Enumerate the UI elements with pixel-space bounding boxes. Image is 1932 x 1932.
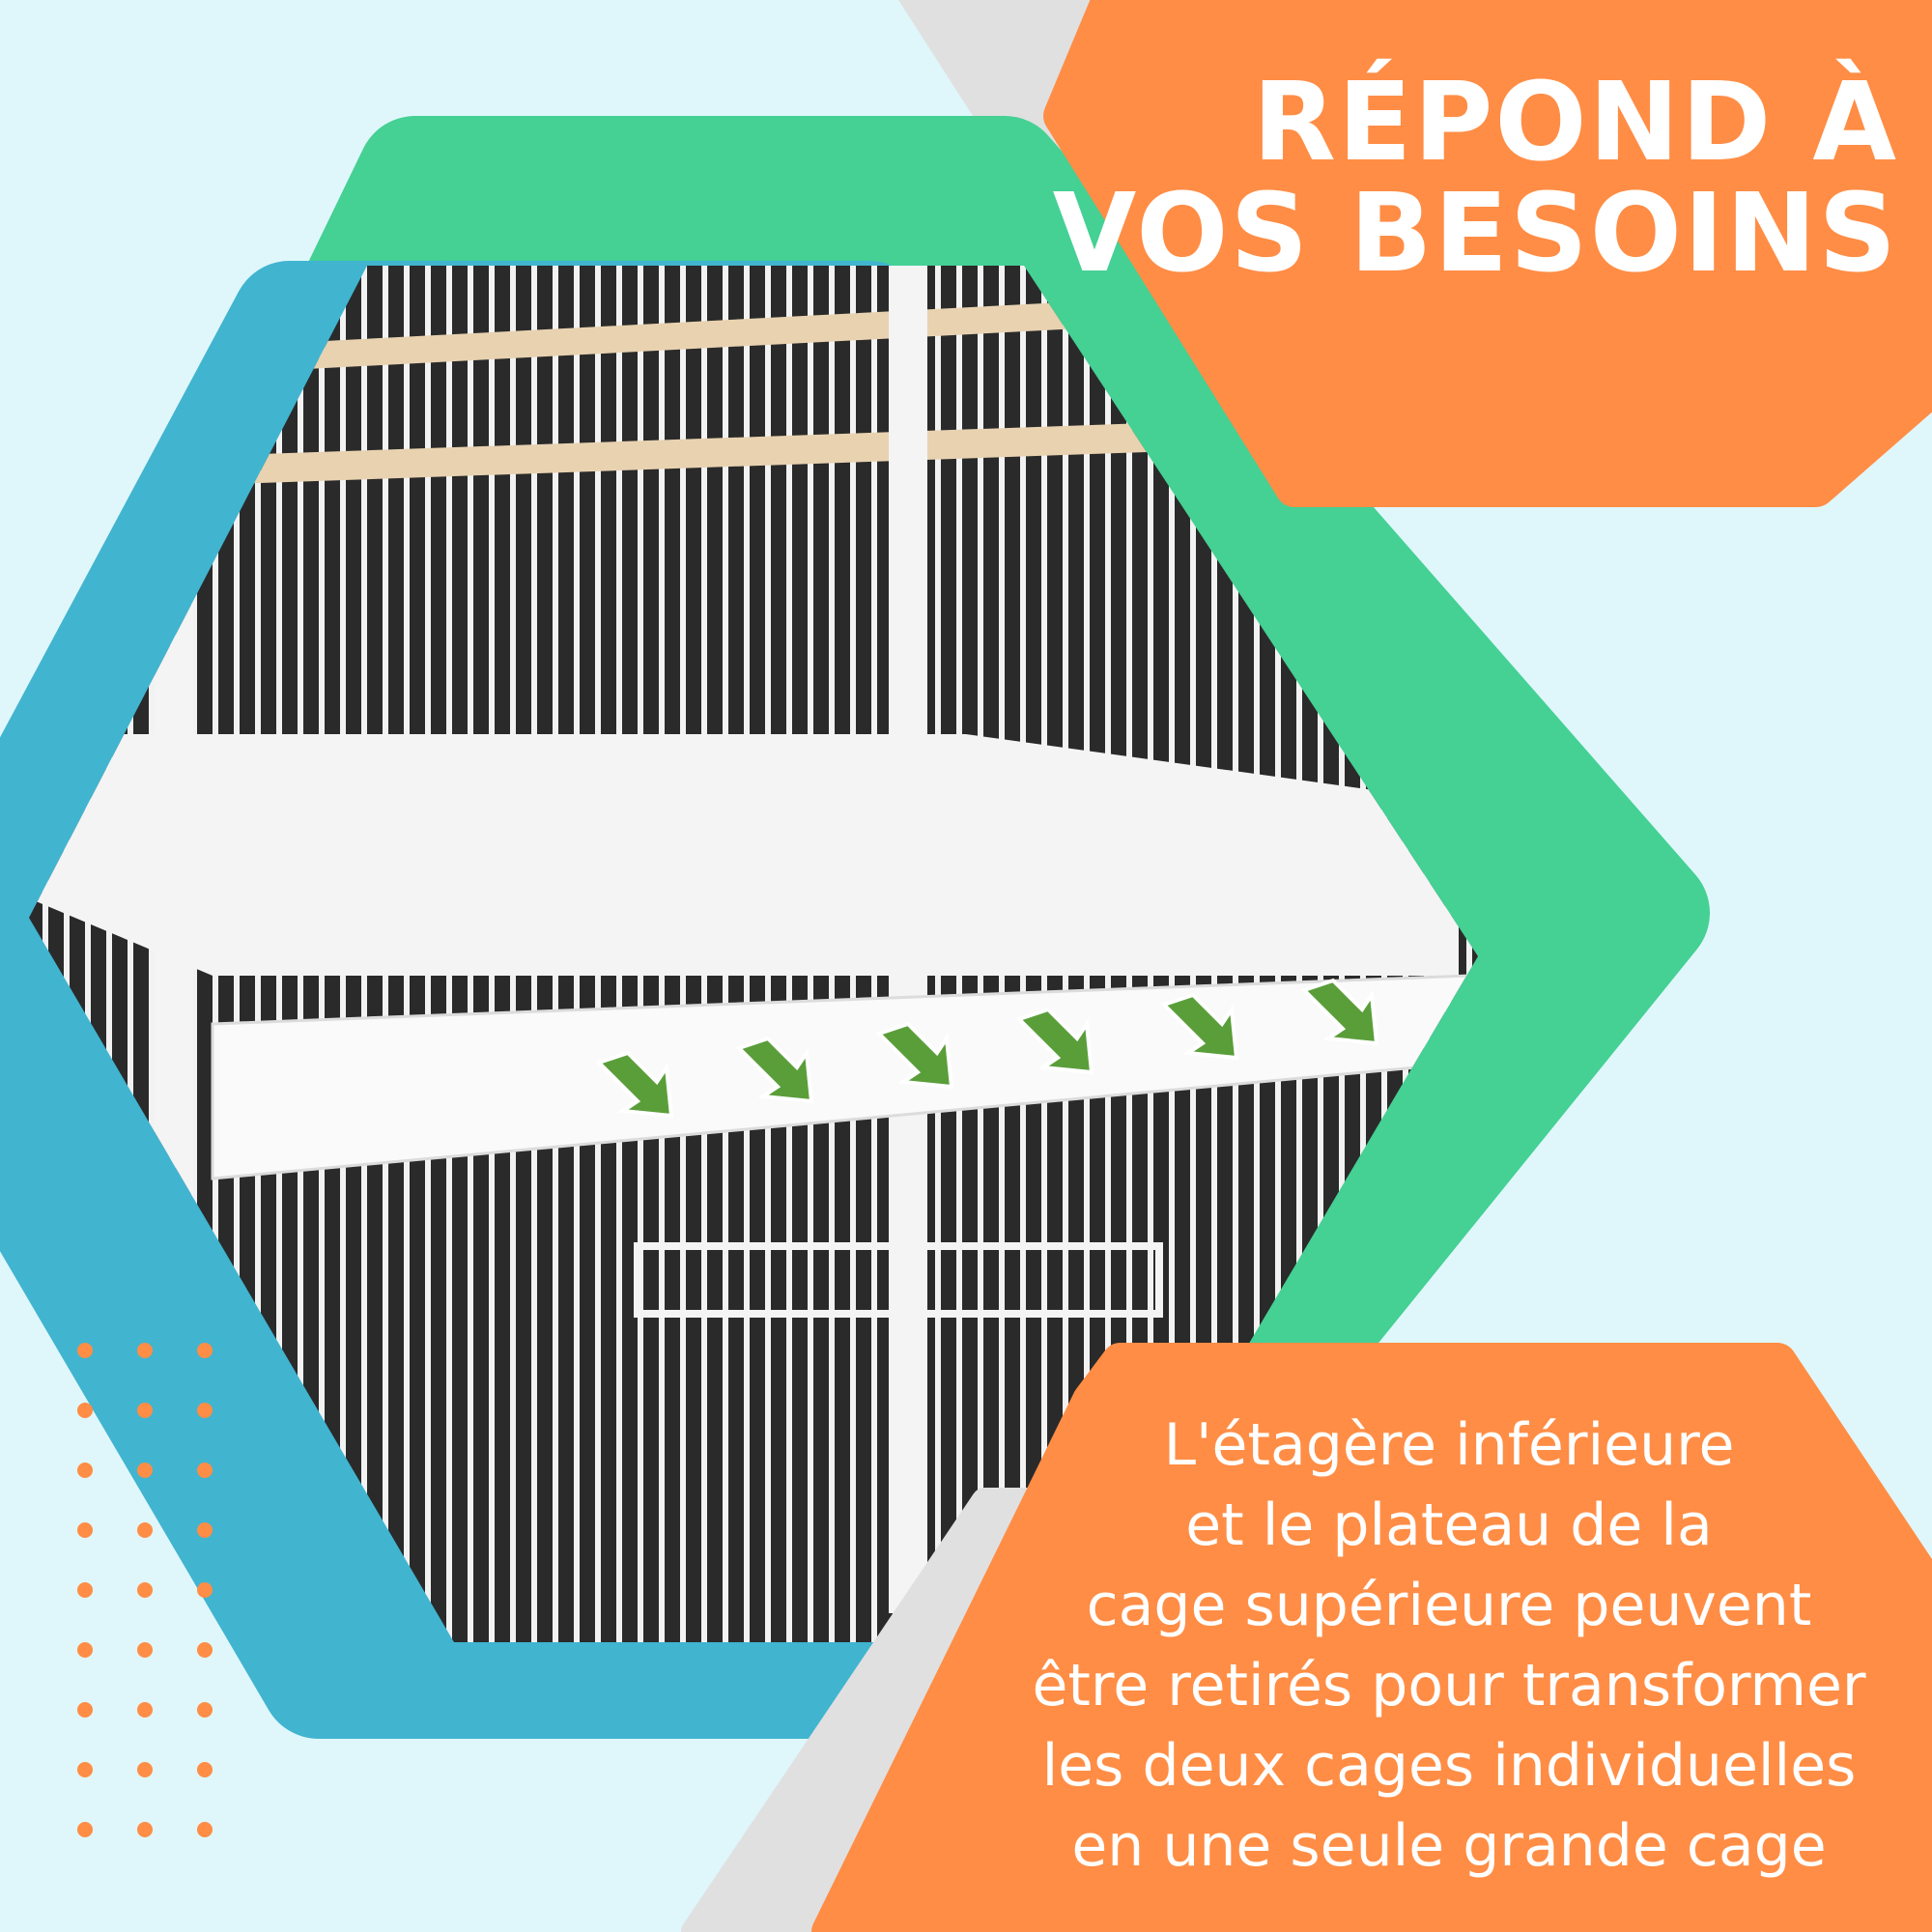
decorative-dot — [137, 1642, 153, 1658]
decorative-dot — [77, 1522, 93, 1538]
down-arrow-icons — [595, 978, 1379, 1119]
decorative-dot — [197, 1403, 213, 1418]
orange-hexagon-bottom — [811, 1343, 1932, 1932]
headline-line: RÉPOND À — [1252, 60, 1898, 185]
decorative-dot — [197, 1642, 213, 1658]
decorative-dot — [197, 1522, 213, 1538]
orange-hexagon-top — [1043, 0, 1932, 507]
description-line: les deux cages individuelles — [1041, 1732, 1857, 1800]
description-line: être retirés pour transformer — [1032, 1652, 1866, 1719]
decorative-dot — [197, 1463, 213, 1478]
decorative-dot — [77, 1582, 93, 1598]
decorative-dot — [137, 1702, 153, 1718]
decorative-dot — [137, 1522, 153, 1538]
decorative-dot — [197, 1822, 213, 1837]
headline: RÉPOND À VOS BESOINS — [1053, 68, 1898, 290]
description: L'étagère inférieure et le plateau de la… — [966, 1406, 1932, 1887]
decorative-dot — [137, 1403, 153, 1418]
headline-line: VOS BESOINS — [1052, 171, 1898, 297]
decorative-dot — [77, 1642, 93, 1658]
decorative-dot — [197, 1582, 213, 1598]
decorative-dot — [137, 1822, 153, 1837]
decorative-dot — [77, 1822, 93, 1837]
decorative-dot — [137, 1762, 153, 1777]
description-line: en une seule grande cage — [1071, 1812, 1827, 1880]
decorative-dot — [197, 1702, 213, 1718]
description-line: et le plateau de la — [1185, 1492, 1713, 1559]
decorative-dot — [77, 1463, 93, 1478]
decorative-dot — [77, 1762, 93, 1777]
decorative-dot-grid — [77, 1343, 213, 1837]
decorative-dot — [137, 1463, 153, 1478]
decorative-dot — [137, 1582, 153, 1598]
description-line: L'étagère inférieure — [1163, 1411, 1735, 1479]
decorative-dot — [197, 1762, 213, 1777]
decorative-dot — [197, 1343, 213, 1358]
description-line: cage supérieure peuvent — [1086, 1572, 1812, 1639]
decorative-dot — [77, 1403, 93, 1418]
decorative-dot — [77, 1702, 93, 1718]
decorative-dot — [137, 1343, 153, 1358]
decorative-dot — [77, 1343, 93, 1358]
